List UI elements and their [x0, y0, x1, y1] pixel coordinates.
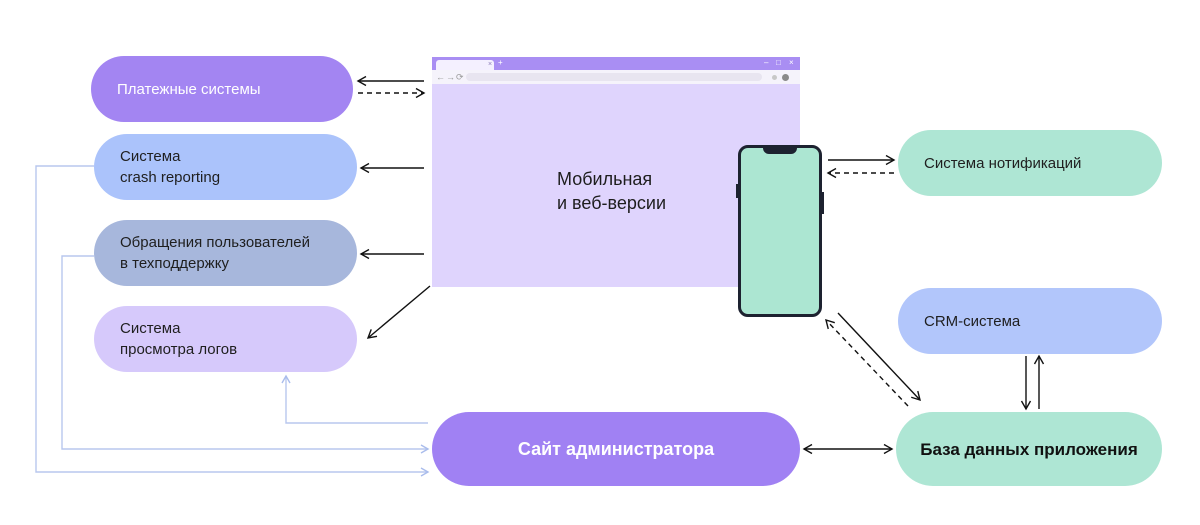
- browser-forward-icon: →: [446, 72, 455, 82]
- node-crash-reporting: Система crash reporting: [94, 134, 357, 200]
- node-admin-site: Сайт администратора: [432, 412, 800, 486]
- node-crm-system: CRM-система: [898, 288, 1162, 354]
- browser-reload-icon: ⟳: [456, 72, 464, 82]
- browser-extension-icon: [772, 75, 777, 80]
- node-notification-system-label: Система нотификаций: [924, 154, 1082, 172]
- node-support-requests-label: Обращения пользователей в техподдержку: [120, 234, 310, 272]
- node-log-viewer: Система просмотра логов: [94, 306, 357, 372]
- browser-tab-bar: [432, 57, 800, 70]
- phone-power-button: [822, 192, 824, 214]
- node-app-database-label: База данных приложения: [920, 439, 1138, 459]
- connector-admin-to-logs: [281, 374, 428, 424]
- browser-profile-icon: [782, 74, 789, 81]
- client-versions-label: Мобильная и веб-версии: [557, 169, 667, 213]
- node-payment-systems: Платежные системы: [91, 56, 353, 122]
- node-notification-system: Система нотификаций: [898, 130, 1162, 196]
- browser-minimize-icon: –: [764, 58, 769, 67]
- smartphone-icon: [736, 145, 824, 317]
- browser-close-icon: ×: [789, 58, 794, 67]
- arrow-database-to-phone: [825, 318, 909, 407]
- node-crm-system-label: CRM-система: [924, 312, 1021, 330]
- browser-url-field: [466, 73, 762, 81]
- arrow-phone-to-database: [837, 312, 921, 402]
- browser-new-tab-icon: +: [498, 58, 503, 67]
- node-support-requests: Обращения пользователей в техподдержку: [94, 220, 357, 286]
- browser-back-icon: ←: [436, 72, 445, 82]
- connector-support-to-admin: [61, 255, 430, 454]
- node-payment-systems-label: Платежные системы: [117, 80, 261, 98]
- node-admin-site-label: Сайт администратора: [517, 438, 715, 459]
- arrow-browser-to-logs: [366, 285, 431, 339]
- phone-notch: [763, 147, 797, 154]
- node-app-database: База данных приложения: [896, 412, 1162, 486]
- node-log-viewer-label: Система просмотра логов: [120, 320, 238, 358]
- phone-side-button: [736, 184, 738, 198]
- browser-tab-close-icon: ×: [488, 61, 493, 68]
- node-crash-reporting-label: Система crash reporting: [120, 148, 221, 186]
- browser-tab: [436, 60, 494, 70]
- connector-crash-to-admin: [35, 165, 430, 477]
- browser-maximize-icon: □: [776, 58, 781, 67]
